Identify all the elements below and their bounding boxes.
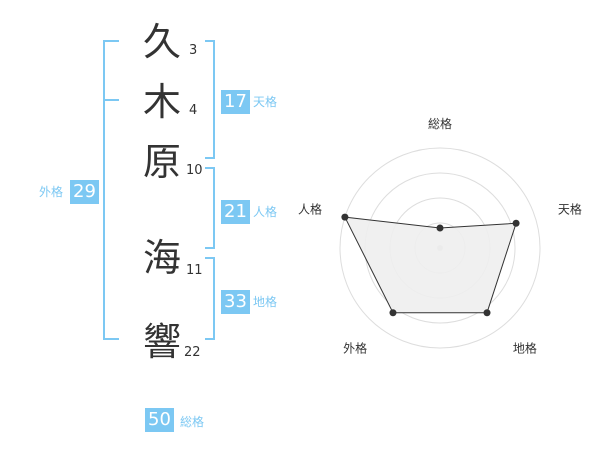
- radar-axis-label-2: 天格: [558, 202, 582, 217]
- name-char-1: 久: [143, 20, 182, 64]
- name-char-4: 海: [143, 236, 182, 280]
- radar-points: [341, 213, 520, 317]
- jinkaku-bracket: [205, 167, 215, 249]
- radar-point-5: [341, 213, 349, 221]
- jinkaku-badge: 21: [221, 200, 250, 224]
- name-char-5: 響: [143, 320, 182, 364]
- radar-axis-label-5: 人格: [298, 202, 322, 217]
- chikaku-bracket: [205, 257, 215, 340]
- soukaku-label: 総格: [180, 415, 205, 429]
- radar-point-1: [436, 224, 444, 232]
- stroke-count-4: 11: [186, 263, 203, 278]
- radar-point-2: [512, 219, 520, 227]
- name-char-2: 木: [143, 80, 182, 124]
- stroke-count-5: 22: [184, 345, 201, 360]
- jinkaku-label: 人格: [253, 205, 278, 219]
- stroke-count-3: 10: [186, 163, 203, 178]
- gaikaku-bracket: [103, 40, 119, 340]
- chikaku-badge: 33: [221, 290, 250, 314]
- radar-axis-label-3: 地格: [513, 340, 537, 355]
- name-char-3: 原: [143, 140, 182, 184]
- radar-point-3: [483, 309, 491, 317]
- radar-axis-label-1: 総格: [428, 116, 452, 131]
- radar-ring: [339, 147, 541, 349]
- soukaku-badge: 50: [145, 408, 174, 432]
- tenkaku-badge: 17: [221, 90, 250, 114]
- gaikaku-badge: 29: [70, 180, 99, 204]
- chikaku-label: 地格: [253, 295, 278, 309]
- radar-axis-label-4: 外格: [343, 340, 367, 355]
- gaikaku-label: 外格: [39, 185, 64, 199]
- stroke-count-2: 4: [189, 103, 198, 118]
- radar-area: [344, 216, 517, 314]
- stroke-count-1: 3: [189, 43, 198, 58]
- radar-point-4: [389, 309, 397, 317]
- tenkaku-label: 天格: [253, 95, 278, 109]
- tenkaku-bracket: [205, 40, 215, 159]
